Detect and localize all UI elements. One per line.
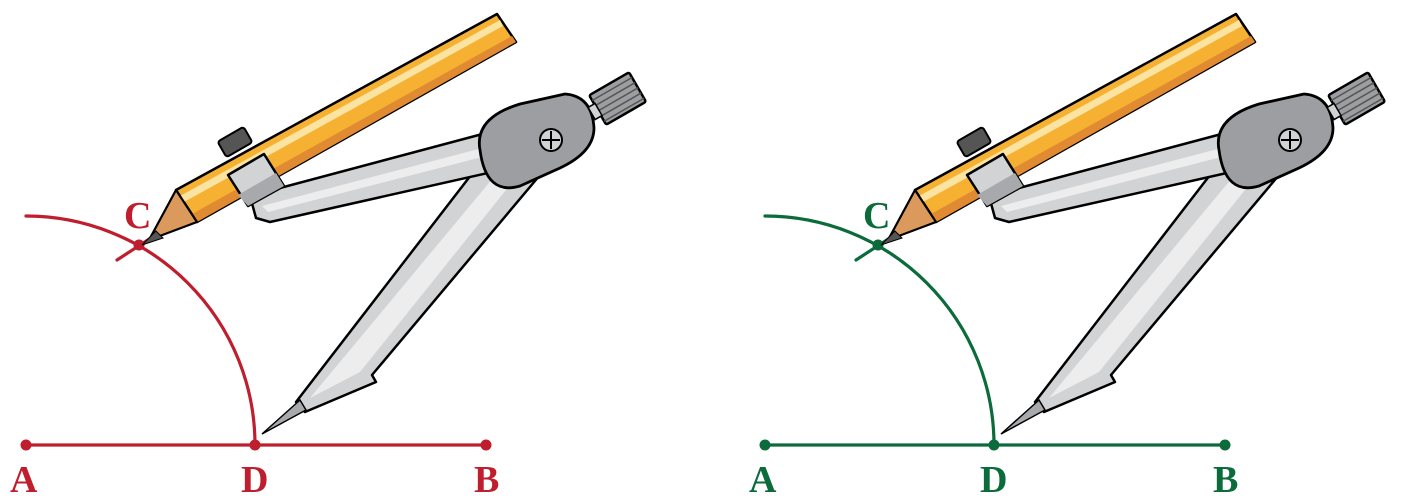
construction-figure: C A D B <box>10 12 647 500</box>
compass-icon <box>141 12 647 435</box>
point-a <box>20 439 32 451</box>
needle-arm-highlight <box>1049 160 1261 398</box>
hinge <box>477 92 596 190</box>
label-c: C <box>124 195 151 237</box>
hinge <box>1216 92 1335 190</box>
compass-icon <box>880 12 1386 435</box>
label-d: D <box>980 459 1007 500</box>
point-b <box>480 439 492 451</box>
arc-centered-a <box>24 214 257 447</box>
clamp-screw-icon <box>217 126 253 158</box>
handle-knob-icon <box>587 71 647 126</box>
point-d <box>988 439 1000 451</box>
pencil-wood-tip <box>147 188 199 242</box>
label-a: A <box>749 459 777 500</box>
label-b: B <box>1213 459 1238 500</box>
handle-knob-icon <box>1326 71 1386 126</box>
needle-icon <box>1000 398 1047 435</box>
clamp-screw-icon <box>956 126 992 158</box>
point-a <box>759 439 771 451</box>
label-c: C <box>863 195 890 237</box>
needle-arm-highlight <box>310 160 522 398</box>
points-green <box>759 239 1231 451</box>
construction-panel-red: C A D B <box>10 12 647 500</box>
label-b: B <box>474 459 499 500</box>
points-red <box>20 239 492 451</box>
hinge-screw-slot <box>542 131 560 149</box>
pencil-clamp-shade <box>977 173 1023 206</box>
point-c <box>133 239 145 251</box>
point-d <box>249 439 261 451</box>
label-d: D <box>241 459 268 500</box>
pencil-arm-highlight <box>262 146 494 212</box>
point-c <box>872 239 884 251</box>
pencil-lead <box>141 230 164 246</box>
hinge-screw-slot <box>1281 131 1299 149</box>
needle-icon <box>261 398 308 435</box>
label-a: A <box>10 459 38 500</box>
pencil-clamp-shade <box>238 173 284 206</box>
pencil-wood-tip <box>886 188 938 242</box>
pencil-lead <box>880 230 903 246</box>
arc-centered-a <box>763 214 996 447</box>
construction-panel-green: C A D B <box>739 0 1415 500</box>
construction-figure: C A D B <box>749 12 1386 500</box>
pencil-arm-highlight <box>1001 146 1233 212</box>
point-b <box>1219 439 1231 451</box>
